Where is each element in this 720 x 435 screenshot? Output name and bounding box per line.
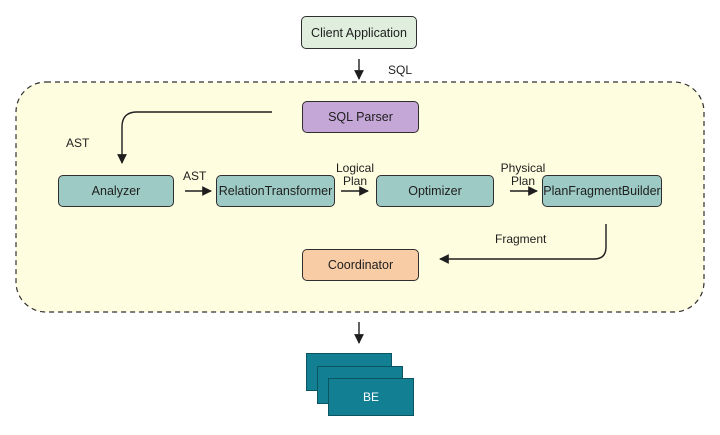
be-card-front: BE: [328, 378, 414, 416]
analyzer-node: Analyzer: [58, 175, 174, 207]
arrow-builder-to-coordinator: [439, 224, 607, 264]
fe-container: [15, 81, 705, 313]
label-fragment: Fragment: [495, 232, 547, 246]
label-logical-plan: Logical Plan: [333, 162, 377, 188]
label-ast-analyzer: AST: [183, 169, 207, 183]
label-sql: SQL: [388, 63, 413, 77]
label-physical-plan-word: Plan: [510, 174, 536, 188]
label-physical: Physical: [500, 161, 546, 175]
label-physical-plan: Physical Plan: [496, 162, 550, 188]
label-logical-plan-word: Plan: [342, 174, 368, 188]
coordinator-node: Coordinator: [302, 249, 419, 281]
plan-fragment-builder-node: PlanFragmentBuilder: [542, 175, 662, 207]
client-application-node: Client Application: [301, 16, 417, 49]
relation-transformer-node: RelationTransformer: [216, 175, 335, 207]
label-logical: Logical: [335, 161, 375, 175]
optimizer-node: Optimizer: [376, 175, 494, 207]
label-ast-parser: AST: [66, 136, 90, 150]
arrow-parser-to-analyzer: [117, 111, 272, 164]
sql-parser-node: SQL Parser: [302, 101, 419, 133]
